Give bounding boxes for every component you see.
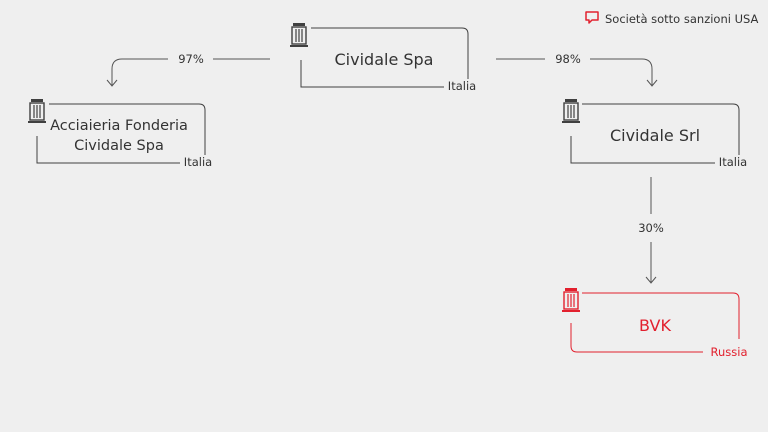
edge-label: 30% — [638, 221, 664, 235]
edge-cividale-spa-cividale-srl: 98% — [496, 52, 658, 87]
node-country: Italia — [448, 79, 476, 93]
country-label-bg — [715, 155, 751, 171]
sanction-flag-icon — [585, 11, 599, 24]
building-icon — [28, 99, 46, 123]
node-name: Cividale Srl — [610, 126, 700, 145]
edge-cividale-spa-acciaieria: 97% — [106, 52, 270, 87]
node-country: Russia — [711, 345, 748, 359]
node-cividale-spa[interactable]: Cividale Spa Italia — [290, 23, 480, 95]
node-frame — [570, 103, 740, 164]
building-icon — [562, 99, 580, 123]
legend: Società sotto sanzioni USA — [585, 11, 759, 26]
building-icon — [562, 288, 580, 312]
node-bvk[interactable]: BVK Russia — [562, 288, 748, 359]
edge-label: 98% — [555, 52, 581, 66]
node-cividale-srl[interactable]: Cividale Srl Italia — [562, 99, 751, 171]
legend-label: Società sotto sanzioni USA — [605, 12, 759, 26]
node-frame — [36, 103, 206, 164]
node-acciaieria-fonderia[interactable]: Acciaieria Fonderia Cividale Spa Italia — [28, 99, 216, 171]
country-label-bg — [444, 79, 480, 95]
node-name-line-2: Cividale Spa — [74, 138, 164, 154]
node-frame — [570, 323, 703, 353]
edge-label: 97% — [178, 52, 204, 66]
edge-cividale-srl-bvk: 30% — [638, 177, 664, 284]
country-label-bg — [180, 155, 216, 171]
node-name: Cividale Spa — [335, 50, 434, 69]
node-frame — [582, 292, 740, 339]
arrowhead-icon — [645, 276, 657, 284]
edge-line — [496, 58, 653, 85]
edge-line — [111, 58, 270, 85]
node-country: Italia — [719, 155, 747, 169]
arrowhead-icon — [646, 79, 658, 87]
node-frame — [300, 27, 469, 88]
node-country: Italia — [184, 155, 212, 169]
arrowhead-icon — [106, 79, 118, 87]
building-icon — [290, 23, 308, 47]
node-name-line-1: Acciaieria Fonderia — [50, 118, 188, 134]
node-name: BVK — [639, 316, 671, 335]
